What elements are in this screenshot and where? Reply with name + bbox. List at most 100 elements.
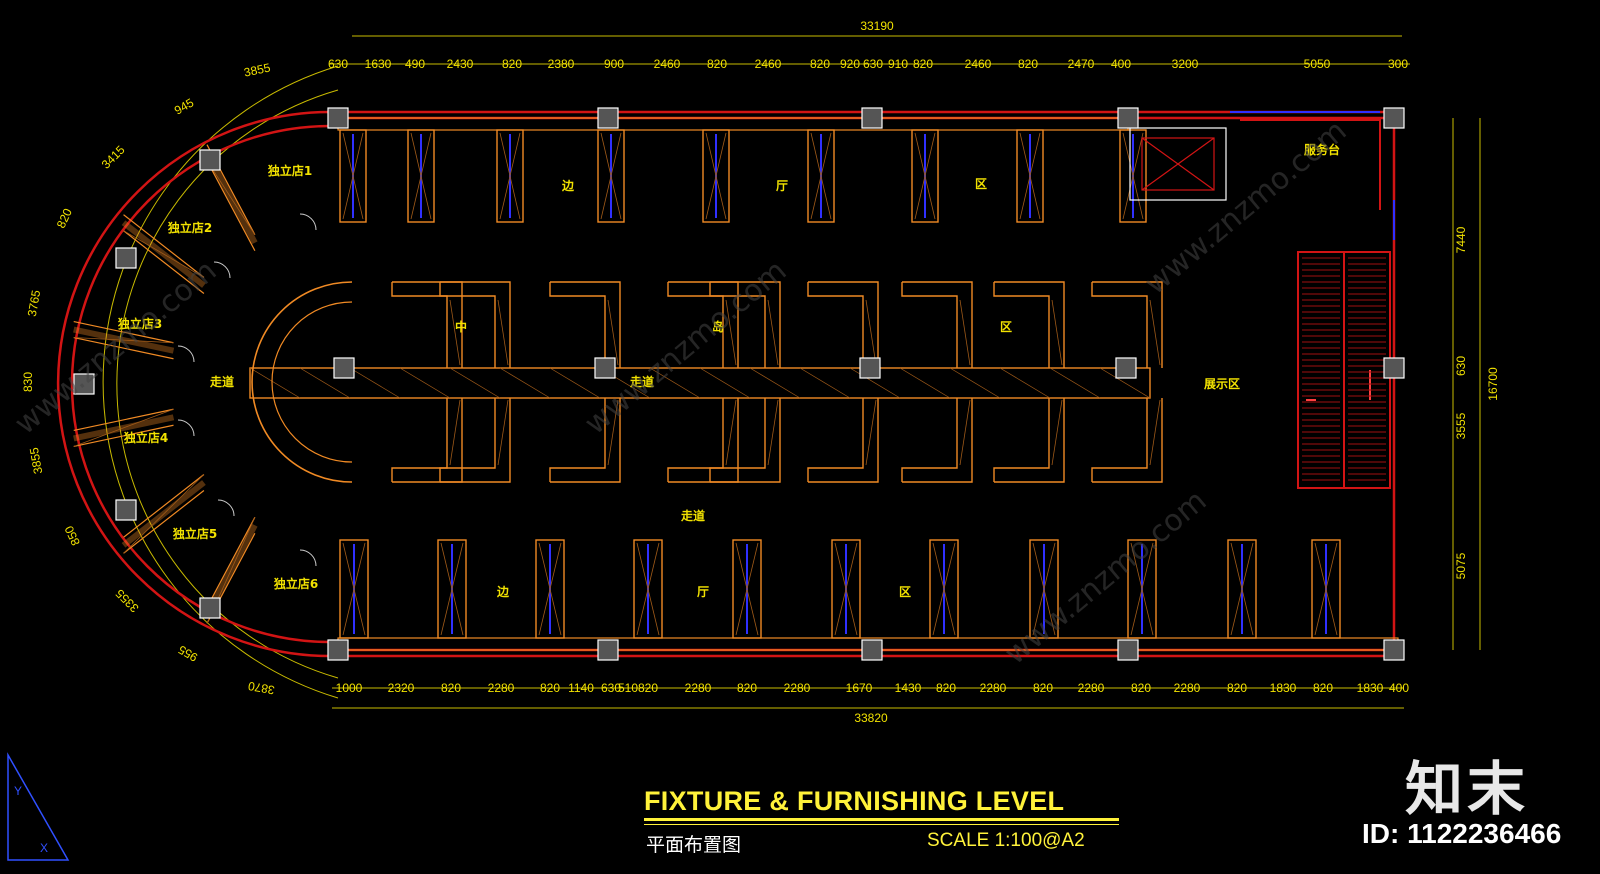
island-area-3: 区 xyxy=(1000,320,1012,334)
dim-top-segment: 910 xyxy=(888,57,908,71)
spine-hatch xyxy=(999,367,1051,399)
spine-hatch xyxy=(399,367,451,399)
wall-display-unit xyxy=(535,539,565,639)
structural-column xyxy=(1115,357,1137,379)
svg-text:X: X xyxy=(40,841,48,855)
island-display-unit xyxy=(439,281,511,483)
dim-top-segment: 1630 xyxy=(365,57,392,71)
image-id: ID: 1122236466 xyxy=(1362,818,1562,849)
spine-hatch xyxy=(899,367,951,399)
spine-hatch xyxy=(1049,367,1101,399)
dim-bottom-segment: 820 xyxy=(441,681,461,695)
side-hall-bottom-1: 边 xyxy=(496,584,510,599)
wall-display-unit xyxy=(831,539,861,639)
dim-top-segment: 2470 xyxy=(1068,57,1095,71)
dim-bottom-segment: 2280 xyxy=(980,681,1007,695)
dim-bottom-segment: 1140 xyxy=(568,681,594,695)
dim-bottom-segment: 820 xyxy=(737,681,757,695)
spine-hatch xyxy=(549,367,601,399)
wall-display-unit xyxy=(1311,539,1341,639)
dim-top-segment: 400 xyxy=(1111,57,1131,71)
dim-bottom-segment: 510 xyxy=(618,681,638,695)
door-swing xyxy=(217,499,235,517)
wall-display-unit xyxy=(407,129,435,223)
structural-columns xyxy=(73,107,1405,661)
dim-top-segment: 820 xyxy=(913,57,933,71)
door-swing xyxy=(177,345,195,363)
drawing-scale: SCALE 1:100@A2 xyxy=(927,830,1085,851)
wall-display-unit xyxy=(1016,129,1044,223)
store-partition xyxy=(121,214,206,294)
store-partition xyxy=(73,408,175,448)
dim-right-total: 16700 xyxy=(1486,367,1500,401)
elevator xyxy=(1129,127,1227,201)
structural-column xyxy=(861,639,883,661)
island-display-unit xyxy=(549,281,621,483)
structural-column xyxy=(861,107,883,129)
dim-arc-segment: 3855 xyxy=(243,60,272,79)
dim-top-segment: 630 xyxy=(328,57,348,71)
island-display-unit xyxy=(709,281,781,483)
spine-hatch xyxy=(749,367,801,399)
dim-bottom-segment: 2280 xyxy=(488,681,515,695)
door-swing xyxy=(299,213,317,231)
store-label-6: 独立店6 xyxy=(273,576,318,591)
service-desk-label: 服务台 xyxy=(1304,142,1340,157)
store-partition xyxy=(73,320,175,360)
spine-hatch xyxy=(449,367,501,399)
spine-hatch xyxy=(849,367,901,399)
central-island-spine xyxy=(249,367,1151,399)
dim-arc-segment: 3415 xyxy=(99,143,128,172)
dim-arc-segment: 850 xyxy=(62,523,83,547)
structural-column xyxy=(594,357,616,379)
structural-column xyxy=(199,149,221,171)
wall-display-unit xyxy=(1029,539,1059,639)
corridor-label-mid: 走道 xyxy=(630,374,654,389)
display-area-label: 展示区 xyxy=(1204,377,1240,391)
structural-column xyxy=(597,639,619,661)
dim-top-segment: 820 xyxy=(502,57,522,71)
store-partition xyxy=(121,474,206,554)
dim-bottom-total: 33820 xyxy=(854,711,888,725)
structural-column xyxy=(1117,107,1139,129)
corridor-label-south: 走道 xyxy=(681,508,705,523)
spine-hatch xyxy=(299,367,351,399)
dim-arc-segment: 830 xyxy=(21,372,35,392)
store-label-2: 独立店2 xyxy=(167,220,212,235)
dim-bottom-segment: 1000 xyxy=(336,681,363,695)
wall-display-unit xyxy=(702,129,730,223)
dim-top-segment: 820 xyxy=(707,57,727,71)
dim-top-segment: 5050 xyxy=(1304,57,1331,71)
dim-bottom-segment: 820 xyxy=(1313,681,1333,695)
dim-bottom-segment: 2280 xyxy=(1174,681,1201,695)
dim-top-segment: 2460 xyxy=(965,57,992,71)
dim-top-segment: 3200 xyxy=(1172,57,1199,71)
wall-display-unit xyxy=(597,129,625,223)
structural-column xyxy=(333,357,355,379)
spine-hatch xyxy=(249,367,301,399)
dim-top-segment: 630 xyxy=(863,57,883,71)
structural-column xyxy=(115,499,137,521)
spine-hatch xyxy=(699,367,751,399)
island-display-unit xyxy=(1091,281,1163,483)
island-area-2: 岛 xyxy=(712,319,724,334)
dim-bottom-segment: 2280 xyxy=(685,681,712,695)
structural-column xyxy=(327,639,349,661)
wall-display-unit xyxy=(911,129,939,223)
dim-arc-segment: 820 xyxy=(54,206,75,230)
dim-bottom-segment: 400 xyxy=(1389,681,1409,695)
spine-hatch xyxy=(499,367,551,399)
wall-display-unit xyxy=(339,129,367,223)
spine-hatch xyxy=(799,367,851,399)
dim-top-segment: 2460 xyxy=(755,57,782,71)
corridor-label-west: 走道 xyxy=(210,374,234,389)
wall-display-unit xyxy=(807,129,835,223)
island-display-unit xyxy=(901,281,973,483)
wall-display-unit xyxy=(1127,539,1157,639)
wall-display-unit xyxy=(1227,539,1257,639)
dim-bottom-segment: 2280 xyxy=(1078,681,1105,695)
dim-right-segment: 5075 xyxy=(1454,552,1468,579)
spine-hatch xyxy=(349,367,401,399)
dim-arc-segment: 945 xyxy=(172,95,197,117)
